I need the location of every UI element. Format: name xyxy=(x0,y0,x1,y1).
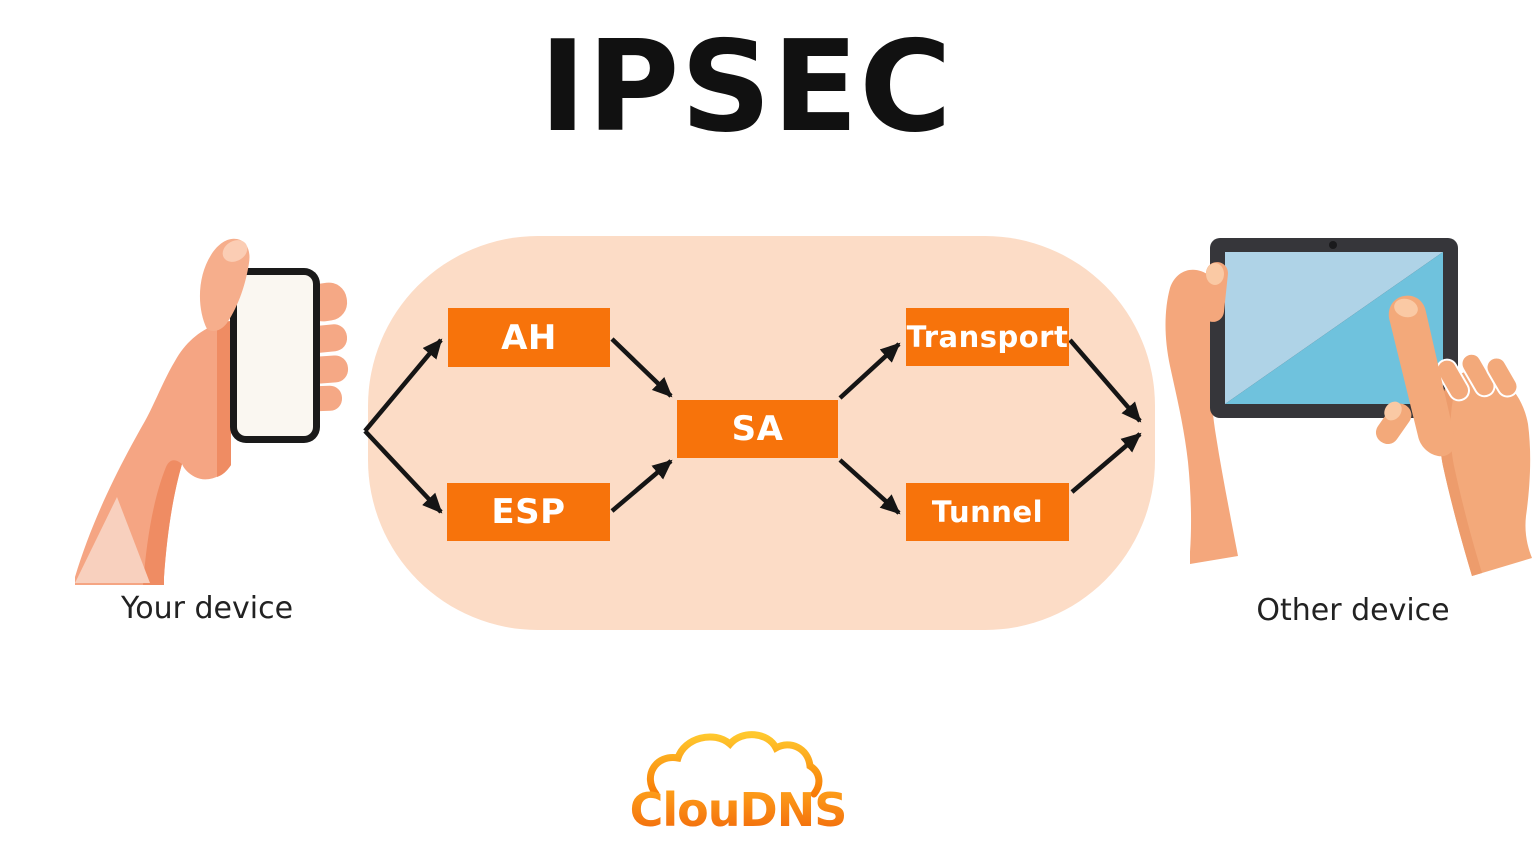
tablet-in-hands-illustration xyxy=(1165,238,1532,576)
logo-text: ClouDNS xyxy=(630,783,847,837)
smartphone-screen xyxy=(237,275,313,436)
finger-tip-highlight xyxy=(1394,298,1418,318)
thumb xyxy=(199,238,250,331)
node-ah: AH xyxy=(448,308,610,367)
tablet-screen-dark xyxy=(1225,252,1443,404)
cloudns-logo: ClouDNS xyxy=(630,731,847,837)
edge-sa-to-transport xyxy=(838,342,901,400)
smartphone xyxy=(230,268,320,443)
your-device-label: Your device xyxy=(120,591,294,626)
palm-shadow xyxy=(217,321,231,477)
node-tunnel: Tunnel xyxy=(906,483,1069,541)
left-hand-arm xyxy=(1165,269,1238,564)
page-title: IPSEC xyxy=(539,13,953,160)
right-thumb xyxy=(1375,403,1412,445)
edge-device-to-ah xyxy=(363,338,443,433)
edge-sa-to-tunnel xyxy=(838,458,901,515)
node-transport: Transport xyxy=(906,308,1069,366)
other-device-label: Other device xyxy=(1256,593,1450,628)
arm-shadow xyxy=(143,460,182,585)
tablet xyxy=(1210,238,1458,418)
edge-ah-to-sa xyxy=(610,337,673,398)
edge-transport-to-device xyxy=(1068,338,1142,423)
phone-in-hand-illustration xyxy=(75,238,349,585)
node-esp: ESP xyxy=(447,483,610,541)
tablet-camera-dot xyxy=(1329,241,1337,249)
curled-fingers xyxy=(1436,352,1519,402)
edge-esp-to-sa xyxy=(610,459,673,513)
cloud-icon xyxy=(647,731,823,798)
right-thumb-highlight xyxy=(1384,401,1402,421)
edge-tunnel-to-device xyxy=(1070,432,1142,494)
pointing-finger xyxy=(1388,295,1456,457)
left-thumb-highlight xyxy=(1206,263,1224,285)
node-sa: SA xyxy=(677,400,838,458)
thumb-tip-highlight xyxy=(222,240,248,262)
arm-highlight xyxy=(75,497,150,583)
edge-device-to-esp xyxy=(363,429,443,514)
